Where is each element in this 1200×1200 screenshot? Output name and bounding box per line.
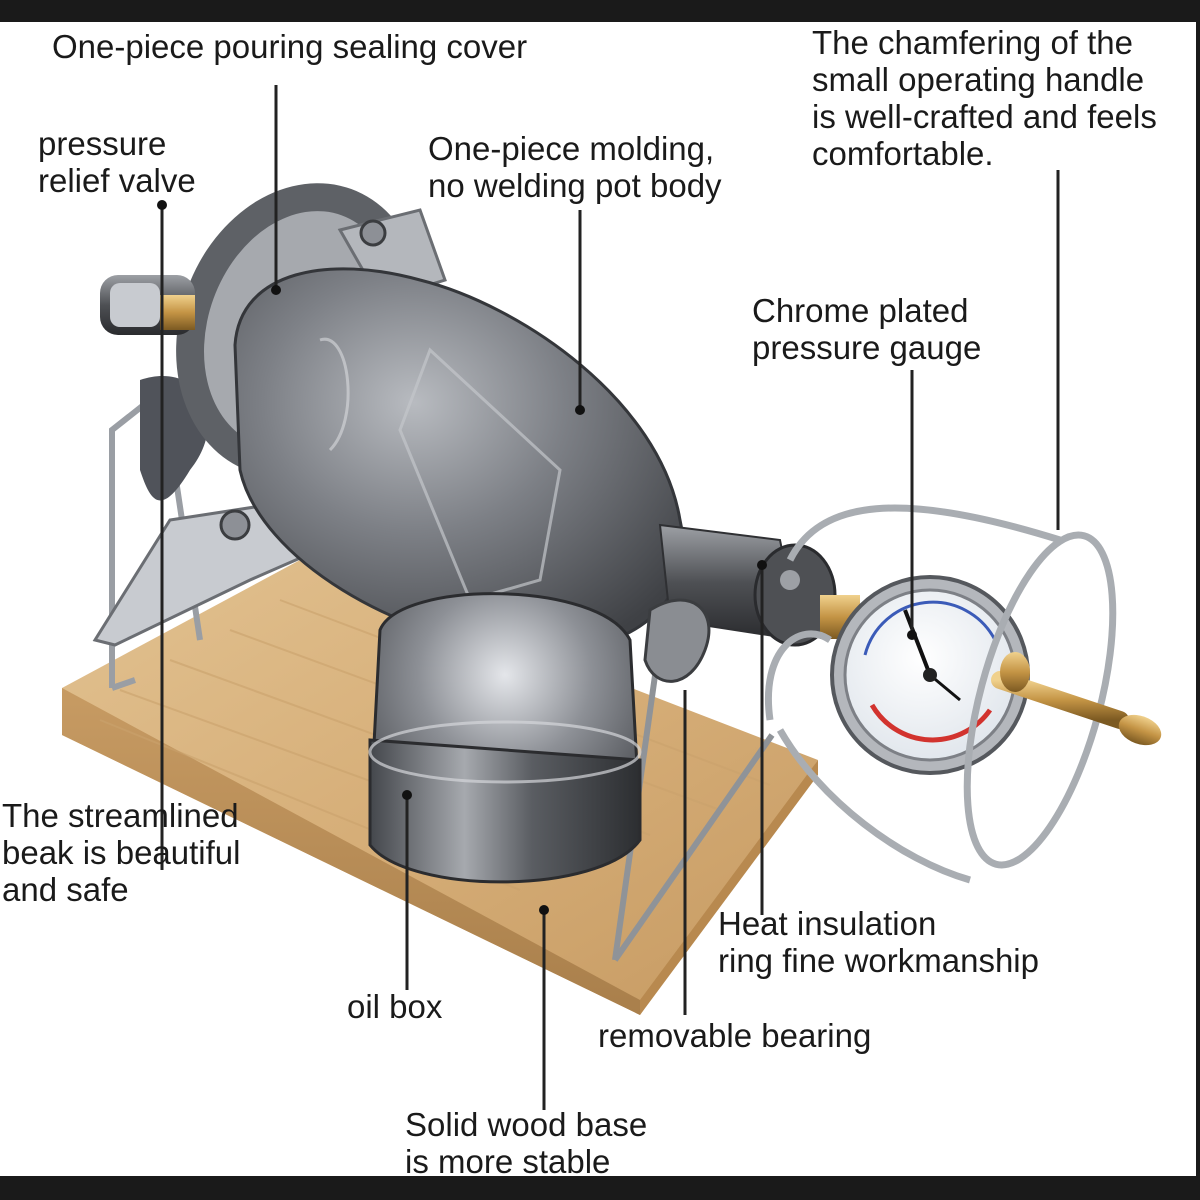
pressure-relief-valve: [100, 275, 195, 335]
label-oil-box: oil box: [347, 988, 443, 1025]
label-insulation-line2: ring fine workmanship: [718, 942, 1039, 979]
label-chamfer-line2: small operating handle: [812, 61, 1145, 98]
label-molding-line2: no welding pot body: [428, 167, 722, 204]
label-insulation-line1: Heat insulation: [718, 905, 937, 942]
label-beak-line2: beak is beautiful: [2, 834, 241, 871]
label-gauge-line1: Chrome plated: [752, 292, 969, 329]
label-relief-valve-line2: relief valve: [38, 162, 196, 199]
right-frame-bar: [1196, 0, 1200, 1200]
bottom-frame-bar: [0, 1176, 1200, 1200]
label-base-line1: Solid wood base: [405, 1106, 648, 1143]
operating-handle: [991, 652, 1162, 746]
label-chamfer-line3: is well-crafted and feels: [812, 98, 1157, 135]
label-relief-valve-line1: pressure: [38, 125, 167, 162]
label-pouring-cover: One-piece pouring sealing cover: [52, 28, 528, 65]
label-beak-line1: The streamlined: [2, 797, 239, 834]
label-molding-line1: One-piece molding,: [428, 130, 715, 167]
callout-dots: [157, 200, 917, 915]
heat-insulation-ring: [643, 598, 711, 683]
top-frame-bar: [0, 0, 1200, 22]
label-bearing: removable bearing: [598, 1017, 872, 1054]
label-base-line2: is more stable: [405, 1143, 611, 1180]
oil-box: [368, 592, 642, 884]
callout-lines: [160, 85, 1060, 1110]
label-gauge-line2: pressure gauge: [752, 329, 982, 366]
label-chamfer-line1: The chamfering of the: [812, 24, 1134, 61]
label-chamfer-line4: comfortable.: [812, 135, 994, 172]
label-beak-line3: and safe: [2, 871, 129, 908]
pot-body: [233, 267, 685, 653]
